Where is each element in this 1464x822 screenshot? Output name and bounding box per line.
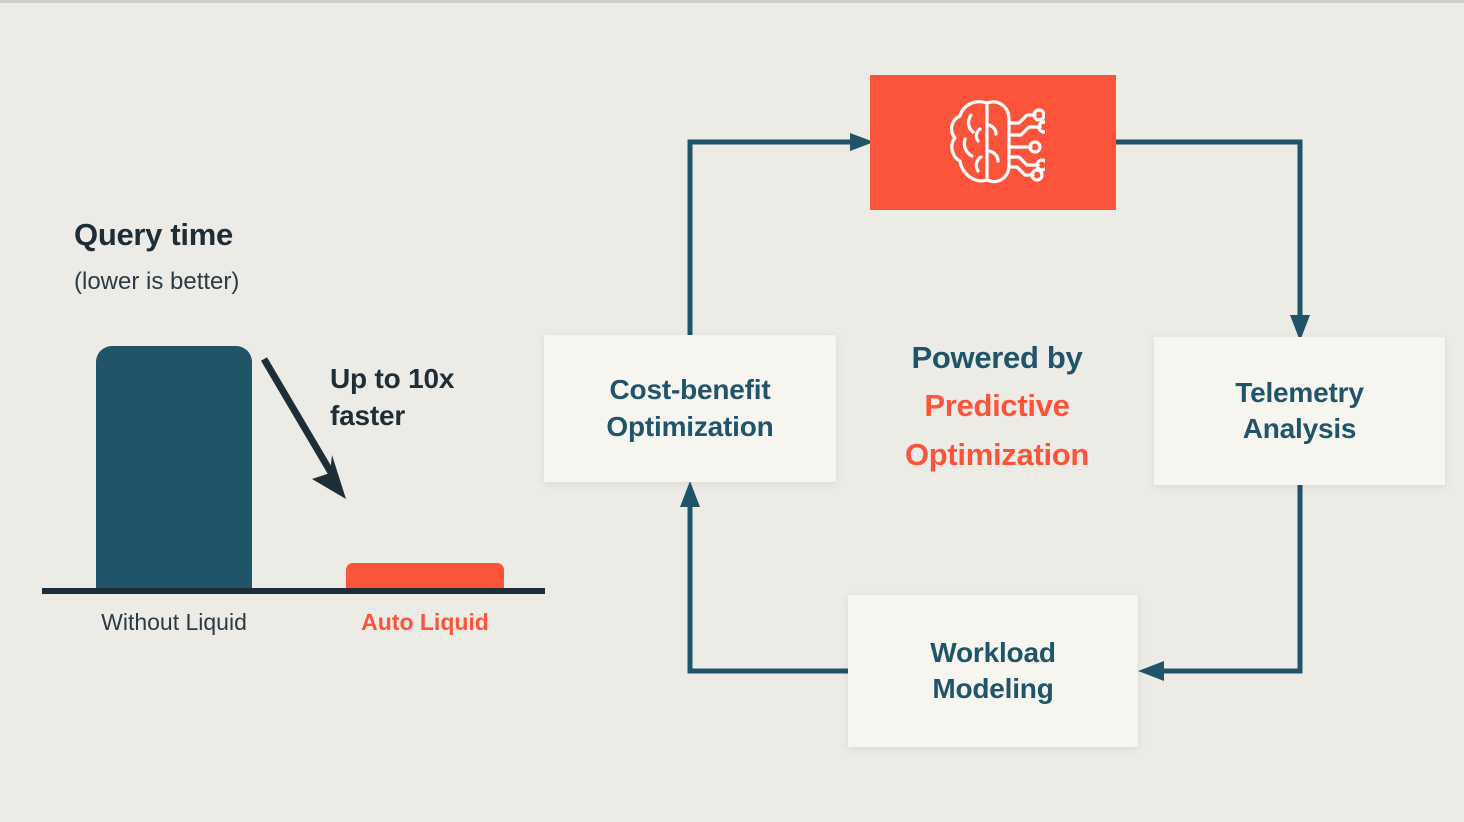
node-workload-label: Workload Modeling bbox=[930, 635, 1056, 708]
ai-brain-circuit-icon bbox=[949, 99, 1045, 183]
down-right-arrow-icon bbox=[260, 357, 346, 499]
node-workload-modeling[interactable]: Workload Modeling bbox=[848, 595, 1138, 747]
node-workload-line1: Workload bbox=[930, 636, 1056, 668]
connector-workload-to-cost bbox=[680, 481, 848, 674]
node-cost-benefit-optimization[interactable]: Cost-benefit Optimization bbox=[544, 335, 836, 482]
center-caption-line-optimization: Optimization bbox=[904, 436, 1090, 472]
connector-telemetry-to-workload bbox=[1138, 485, 1303, 681]
connector-brain-to-telemetry bbox=[1116, 139, 1310, 341]
axis-label-auto-liquid: Auto Liquid bbox=[361, 609, 489, 635]
center-caption-line-powered-by: Powered by bbox=[911, 340, 1083, 375]
chart-baseline bbox=[42, 588, 545, 594]
node-cost-benefit-line2: Optimization bbox=[606, 410, 774, 442]
node-telemetry-analysis[interactable]: Telemetry Analysis bbox=[1154, 337, 1445, 485]
ai-brain-node[interactable] bbox=[870, 75, 1116, 210]
node-cost-benefit-label: Cost-benefit Optimization bbox=[606, 372, 773, 445]
chart-title: Query time bbox=[74, 217, 233, 252]
axis-label-without-liquid: Without Liquid bbox=[101, 609, 247, 635]
node-telemetry-line2: Analysis bbox=[1242, 413, 1357, 444]
bar-without-liquid bbox=[96, 346, 252, 591]
query-time-chart-panel: Query time (lower is better) Without Liq… bbox=[0, 3, 600, 822]
node-cost-benefit-line1: Cost-benefit bbox=[609, 374, 771, 406]
node-workload-line2: Modeling bbox=[932, 673, 1054, 704]
bar-auto-liquid bbox=[346, 563, 504, 591]
chart-subtitle: (lower is better) bbox=[74, 268, 240, 295]
node-telemetry-label: Telemetry Analysis bbox=[1235, 375, 1364, 448]
node-telemetry-line1: Telemetry bbox=[1235, 376, 1364, 408]
center-caption-line-predictive: Predictive bbox=[924, 388, 1070, 424]
center-caption: Powered by Predictive Optimization bbox=[862, 334, 1132, 479]
chart-callout-label: Up to 10x faster bbox=[330, 363, 455, 431]
optimization-cycle-diagram: Powered by Predictive Optimization Cost-… bbox=[0, 3, 1464, 822]
